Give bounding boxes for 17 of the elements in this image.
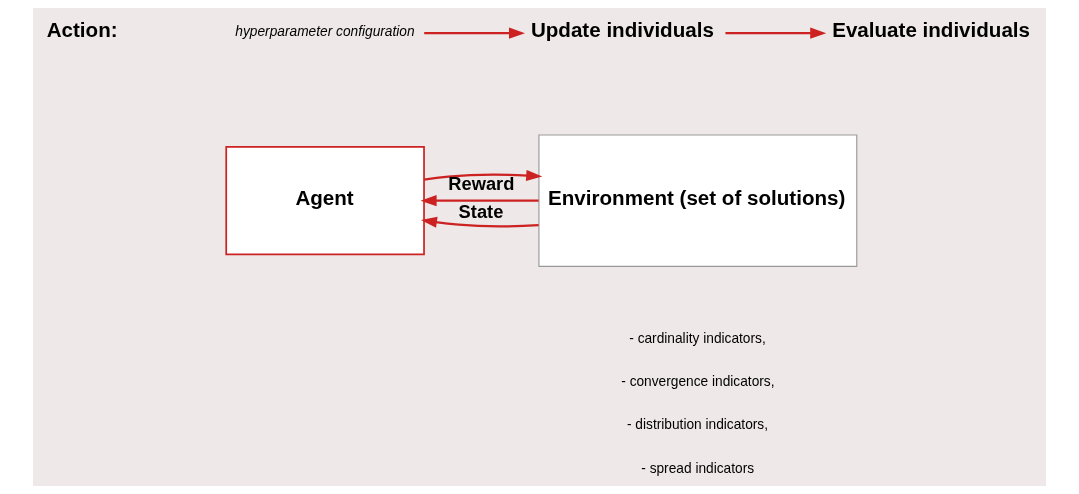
label: - convergence indicators, — [621, 374, 775, 390]
node-text: Update individuals — [530, 18, 714, 42]
arrow — [424, 27, 525, 39]
node-box: Agent — [225, 146, 425, 256]
edge-label: Reward — [448, 173, 515, 195]
arrow — [725, 27, 827, 39]
node-text: Evaluate individuals — [832, 18, 1031, 42]
arrow — [420, 216, 539, 228]
label: - cardinality indicators, — [629, 330, 766, 346]
label: - distribution indicators, — [626, 417, 769, 433]
label: Action: — [46, 18, 118, 42]
node-box: Environment (set of solutions) — [538, 134, 858, 267]
node-text: hyperparameter configuration — [235, 23, 415, 39]
edge-label: State — [458, 200, 504, 222]
label: - spread indicators — [641, 460, 755, 476]
arrow — [423, 169, 543, 182]
arrow — [420, 195, 539, 207]
